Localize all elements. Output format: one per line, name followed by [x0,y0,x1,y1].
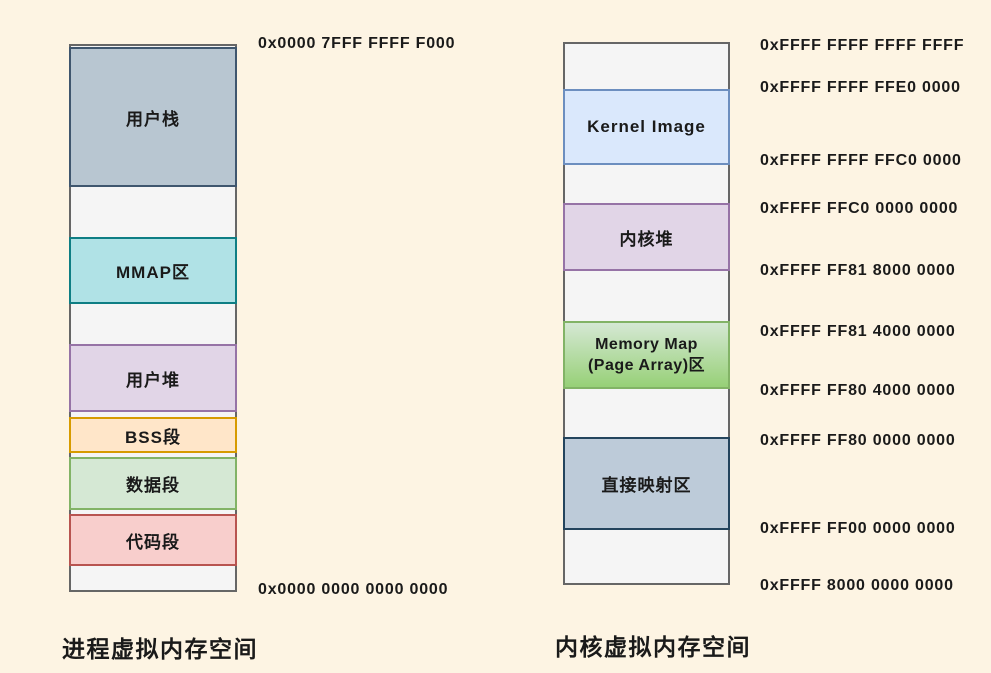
segment-code-segment: 代码段 [69,514,237,566]
segment-label: Kernel Image [587,117,706,136]
segment-kernel-heap: 内核堆 [563,203,730,271]
segment-memory-map-page-array: Memory Map (Page Array)区 [563,321,730,389]
address-label-kernel: 0xFFFF FF81 4000 0000 [760,323,956,340]
segment-label-line2: (Page Array)区 [587,357,706,374]
segment-label-line1: Memory Map [595,336,698,353]
segment-label: Memory Map (Page Array)区 [588,334,705,376]
address-label-kernel: 0xFFFF FFFF FFE0 0000 [760,79,961,96]
address-label-kernel: 0xFFFF FFFF FFFF FFFF [760,37,965,54]
segment-label: 内核堆 [619,229,674,249]
segment-label: 代码段 [126,532,180,552]
segment-mmap-area: MMAP区 [69,237,237,304]
address-label-process-top: 0x0000 7FFF FFFF F000 [258,35,456,52]
segment-label: 用户栈 [126,109,180,129]
segment-label: 用户堆 [126,370,180,390]
address-label-kernel: 0xFFFF FF00 0000 0000 [760,520,956,537]
address-label-kernel: 0xFFFF FF81 8000 0000 [760,262,956,279]
address-label-kernel: 0xFFFF FF80 4000 0000 [760,382,956,399]
address-label-process-bottom: 0x0000 0000 0000 0000 [258,581,449,598]
segment-kernel-image: Kernel Image [563,89,730,165]
diagram-title-process: 进程虚拟内存空间 [62,636,258,662]
address-label-kernel: 0xFFFF FF80 0000 0000 [760,432,956,449]
segment-user-heap: 用户堆 [69,344,237,412]
segment-user-stack: 用户栈 [69,47,237,187]
diagram-title-kernel: 内核虚拟内存空间 [555,634,751,660]
address-label-kernel: 0xFFFF 8000 0000 0000 [760,577,954,594]
segment-data-segment: 数据段 [69,457,237,510]
segment-label: 直接映射区 [601,476,692,495]
address-label-kernel: 0xFFFF FFC0 0000 0000 [760,200,959,217]
address-label-kernel: 0xFFFF FFFF FFC0 0000 [760,152,962,169]
segment-label: MMAP区 [116,263,190,282]
segment-direct-mapping-area: 直接映射区 [563,437,730,530]
segment-label: BSS段 [125,427,181,447]
segment-bss: BSS段 [69,417,237,453]
segment-label: 数据段 [126,476,180,495]
